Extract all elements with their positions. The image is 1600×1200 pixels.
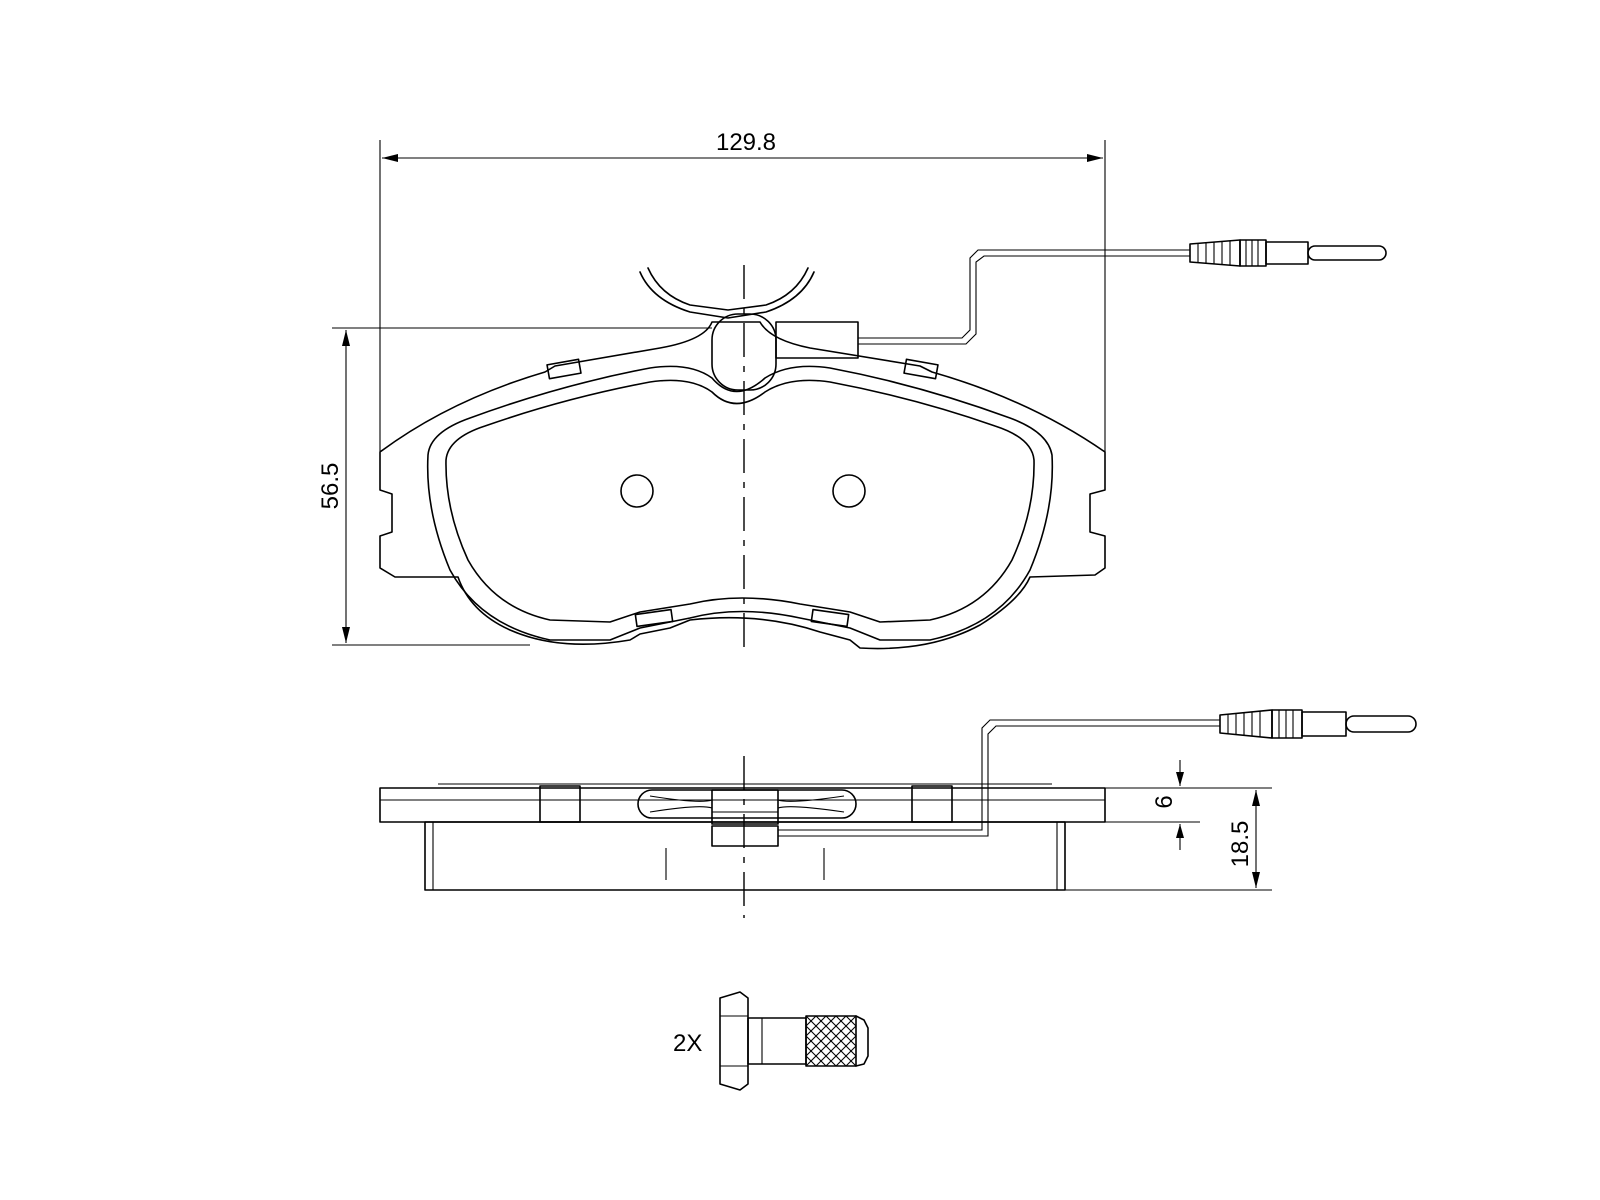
- sensor-connector-side: [1219, 709, 1417, 739]
- width-dimension: 129.8: [379, 129, 1106, 452]
- mounting-hole-left: [620, 474, 654, 508]
- clip-tab-right-bottom: [810, 608, 850, 628]
- backing-plate-outline: [379, 321, 1106, 650]
- side-clip-right: [911, 785, 953, 823]
- clip-tab-left-bottom: [634, 608, 674, 628]
- side-friction-material: [424, 821, 1066, 891]
- mounting-hole-right: [832, 474, 866, 508]
- plate-thickness-label: 6: [1151, 795, 1178, 808]
- friction-material-outer: [426, 365, 1054, 641]
- side-sensor-body: [711, 789, 779, 825]
- width-dimension-label: 129.8: [716, 129, 776, 156]
- bolt-head: [719, 991, 749, 1091]
- sensor-connector-top: [1189, 239, 1387, 267]
- side-sensor-base: [711, 825, 779, 847]
- bolt-quantity-label: 2X: [673, 1030, 702, 1057]
- height-dimension: 56.5: [317, 327, 712, 646]
- bolt-thread: [805, 1015, 857, 1067]
- side-clip-left: [539, 785, 581, 823]
- side-sensor-wire: [960, 725, 1220, 837]
- total-thickness-dimension: 18.5: [1065, 790, 1272, 891]
- sensor-bracket: [775, 321, 859, 359]
- side-view: 6 18.5: [379, 709, 1417, 918]
- spring-clip: [639, 271, 815, 319]
- clip-tab-left-top: [546, 358, 582, 380]
- spring-clip-inner: [647, 267, 809, 311]
- sensor-wire-2: [858, 255, 1190, 345]
- bolt-thread-hatch: [805, 1015, 857, 1067]
- total-thickness-label: 18.5: [1227, 821, 1254, 868]
- side-backing-plate: [379, 787, 1106, 823]
- bolt-tip: [855, 1015, 869, 1067]
- side-spring-clip: [637, 789, 857, 819]
- mounting-bolt: 2X: [673, 991, 869, 1091]
- bolt-shank: [747, 1017, 807, 1065]
- clip-tab-right-top: [903, 358, 939, 380]
- height-dimension-label: 56.5: [317, 463, 344, 510]
- front-view: 129.8 56.5: [317, 129, 1387, 655]
- friction-material-inner: [445, 379, 1035, 623]
- plate-thickness-dimension: 6: [1105, 760, 1272, 850]
- sensor-wire: [858, 249, 1190, 339]
